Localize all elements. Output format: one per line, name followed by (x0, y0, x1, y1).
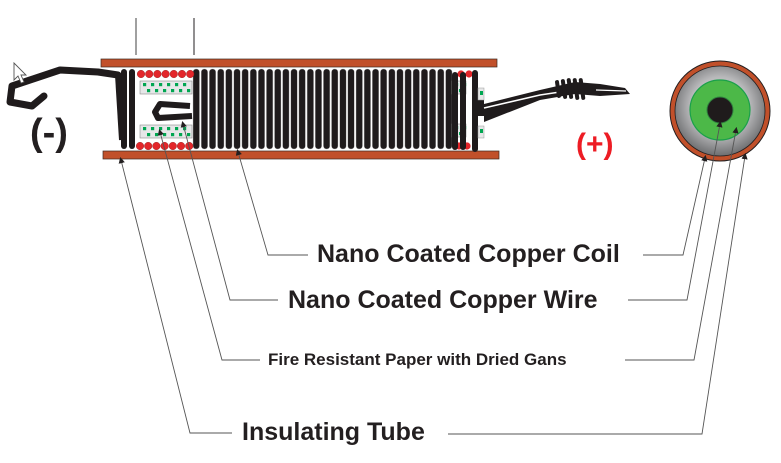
coil-turn (429, 68, 436, 150)
leader-tube-right (448, 152, 748, 435)
cross-section-view (669, 60, 771, 162)
coil-turn (274, 68, 282, 150)
coil-turn (192, 68, 200, 150)
paper-dot (175, 127, 179, 131)
paper-dot (143, 127, 147, 131)
wire-dot (144, 141, 153, 150)
leader-wire-left (180, 120, 278, 301)
leader-coil-right (643, 154, 708, 256)
arrow-pointer-icon (13, 61, 28, 84)
copper-coil-turns (192, 68, 453, 150)
insulating-tube-bottom-wall (102, 150, 500, 160)
coil-turn (200, 68, 208, 150)
negative-lead-drop (115, 74, 125, 141)
label-insulating-tube: Insulating Tube (242, 418, 425, 446)
coil-turn (380, 68, 388, 150)
paper-dot (171, 133, 175, 137)
right-end-section (452, 70, 485, 152)
insulating-tube-top-wall (100, 58, 498, 68)
paper-dot (159, 83, 163, 87)
paper-dot (159, 127, 163, 131)
wire-dot (152, 141, 161, 150)
paper-dot (183, 83, 187, 87)
coil-turn (217, 68, 225, 150)
coil-turn (241, 68, 249, 150)
paper-dot (143, 83, 147, 87)
cross-section-wire-core (706, 96, 734, 124)
coil-turn (323, 68, 331, 150)
coil-turn (388, 68, 396, 150)
coil-turn (355, 68, 363, 150)
label-fire-resistant-paper: Fire Resistant Paper with Dried Gans (268, 350, 567, 369)
paper-dot (167, 83, 171, 87)
coil-turn (282, 68, 290, 150)
coil-turn (363, 68, 371, 150)
wire-dot (136, 69, 145, 78)
paper-dot (175, 83, 179, 87)
coil-turn (233, 68, 241, 150)
coil-turn (290, 68, 298, 150)
positive-lead-wire (484, 82, 630, 122)
coil-turn (249, 68, 257, 150)
end-coil-turn (129, 69, 135, 149)
paper-dot (147, 89, 151, 93)
leader-paper-right (625, 126, 739, 361)
wire-dot (145, 69, 154, 78)
wire-dot (176, 141, 185, 150)
paper-dot (187, 89, 191, 93)
paper-dot (151, 127, 155, 131)
wire-dot (465, 70, 473, 78)
negative-polarity-label: (-) (30, 112, 68, 154)
paper-dot (167, 127, 171, 131)
coil-turn (372, 68, 379, 150)
label-copper-coil: Nano Coated Copper Coil (317, 240, 620, 268)
paper-dot (151, 83, 155, 87)
coil-turn (315, 68, 322, 150)
negative-lead-wire (6, 66, 122, 110)
leader-wire-right (628, 120, 723, 301)
copper-wire-cross-sections (135, 69, 473, 150)
wire-dot (161, 69, 170, 78)
paper-dot (147, 133, 151, 137)
wire-dot (168, 141, 177, 150)
coil-turn (347, 68, 355, 150)
paper-dot (179, 89, 183, 93)
coil-turn (339, 68, 347, 150)
leader-coil-left (235, 148, 308, 256)
positive-polarity-label: (+) (576, 128, 614, 161)
paper-dot (171, 89, 175, 93)
coil-turn (298, 68, 306, 150)
wire-dot (177, 69, 186, 78)
coil-turn (266, 68, 274, 150)
wire-dot (135, 141, 144, 150)
paper-dot (163, 89, 167, 93)
leader-tube-left (118, 156, 232, 434)
coil-turn (225, 68, 233, 150)
coil-turn (331, 68, 339, 150)
paper-dot (187, 133, 191, 137)
label-copper-wire: Nano Coated Copper Wire (288, 286, 598, 314)
coil-turn (437, 68, 445, 150)
paper-dot (179, 133, 183, 137)
coil-turn (306, 68, 314, 150)
wire-dot (186, 69, 195, 78)
inner-hook-left (152, 101, 193, 121)
positive-lead-wraps (555, 78, 586, 100)
wire-dot (153, 69, 162, 78)
coil-turn (396, 68, 404, 150)
coil-turn (445, 68, 453, 150)
coil-turn (404, 68, 412, 150)
paper-dot (155, 89, 159, 93)
coil-turn (421, 68, 428, 150)
coil-turn (209, 68, 217, 150)
paper-dot (163, 133, 167, 137)
wire-dot (169, 69, 178, 78)
leader-paper-left (157, 128, 260, 361)
paper-dot (155, 133, 159, 137)
coil-turn (412, 68, 420, 150)
coil-turn (258, 68, 265, 150)
